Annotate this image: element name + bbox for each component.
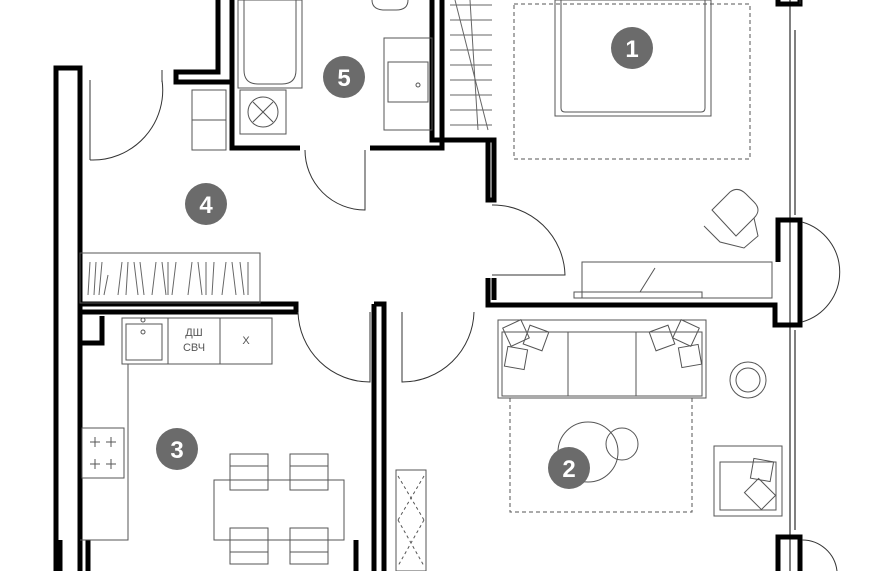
bedroom-wardrobe-hangers [450,0,492,131]
wardrobe-hangers [87,261,249,296]
cushion-right-3 [677,343,703,369]
room-number-2: 2 [562,456,575,483]
room-badge-2: 2 [548,447,590,489]
door-kitchen [297,311,371,383]
storage-cabinet [395,469,427,571]
hall-furniture [79,89,261,304]
cooktop-burners [90,437,116,469]
cushion-left-3 [503,345,529,371]
bathroom-fixtures [237,0,433,135]
room-badge-5: 5 [323,56,365,98]
living-rug [509,397,693,513]
room-badge-3: 3 [156,428,198,470]
outer-thin-lines [789,0,796,571]
living-armchair-frame [713,445,783,517]
tv [573,291,703,299]
chair-2 [289,453,329,491]
balcony-door-right [801,221,841,323]
door-room1 [491,204,566,276]
balcony-door-bottom [801,539,838,571]
shower-tray [239,89,287,135]
chair-4 [289,527,329,565]
wardrobe [79,252,261,304]
bedroom-armchair [703,188,759,249]
kitchen-sink [125,323,163,361]
room-number-4: 4 [199,192,213,219]
dining-table [213,479,345,541]
cushion-right-1 [648,324,676,352]
kitchen-furniture [80,317,427,571]
door-bathroom [304,149,366,211]
doors [89,0,841,571]
bed [554,0,712,117]
chair-3 [229,527,269,565]
living-furniture [497,319,783,517]
coffee-table-small [605,427,639,461]
cooktop [81,427,125,479]
cushion-left-1 [502,319,530,347]
dishwasher-label: ДШ [185,327,203,339]
cushion-right-2 [672,319,700,347]
cushion-left-2 [522,324,550,352]
room-number-3: 3 [170,437,183,464]
kitchen-side-counter [80,363,129,541]
door-room2 [401,311,475,383]
room-badge-1: 1 [611,27,653,69]
fridge-label: Х [242,335,250,347]
room-badge-4: 4 [185,183,227,225]
chair-1 [229,453,269,491]
toilet [371,0,409,11]
plant-pot [729,361,767,399]
room-number-1: 1 [625,36,638,63]
sink-counter [383,37,433,131]
door-room4-top [89,79,164,161]
kitchen-counter [121,317,273,365]
microwave-label: СВЧ [183,342,205,354]
desk [581,261,773,299]
room-number-5: 5 [337,65,350,92]
bedroom-furniture [450,0,773,299]
sink-bowl [387,61,429,103]
bathtub [237,0,303,89]
walls [53,0,803,571]
